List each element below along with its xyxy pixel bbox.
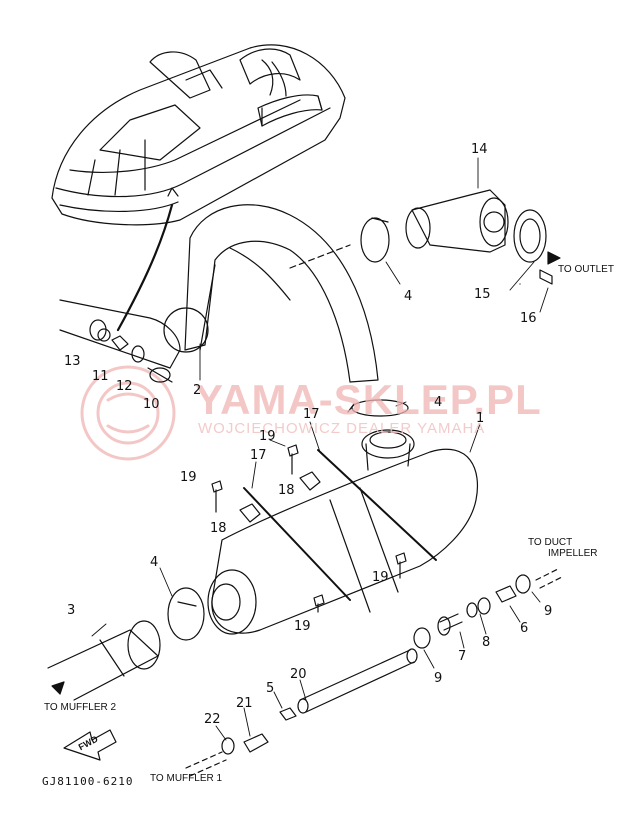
callout-4-upper: 4 xyxy=(404,289,413,304)
fittings-parts-5-21-22 xyxy=(185,707,297,777)
outlet-elbow-part-14 xyxy=(405,189,509,253)
callout-12: 12 xyxy=(116,379,133,394)
callout-5: 5 xyxy=(266,681,275,696)
callout-18-lower: 18 xyxy=(210,521,227,536)
watermark-dealer: WOJCIECHOWICZ DEALER YAMAHA xyxy=(198,420,486,437)
callout-3: 3 xyxy=(67,603,76,618)
callout-4-lower: 4 xyxy=(150,555,159,570)
brackets-part-18 xyxy=(239,471,321,523)
exhaust-hose-part-2 xyxy=(163,204,379,383)
callout-20: 20 xyxy=(290,667,307,682)
watercraft-illustration xyxy=(51,44,346,226)
callout-22: 22 xyxy=(204,712,221,727)
callout-11: 11 xyxy=(92,369,109,384)
gasket-part-15 xyxy=(513,209,547,263)
callout-19-b: 19 xyxy=(180,470,197,485)
note-to-outlet: TO OUTLET xyxy=(558,264,614,275)
note-impeller: IMPELLER xyxy=(548,548,598,559)
callout-9-right: 9 xyxy=(544,604,553,619)
callout-leaders xyxy=(91,157,549,741)
callout-4-middle: 4 xyxy=(434,395,443,410)
callout-10: 10 xyxy=(143,397,160,412)
callout-17-upper: 17 xyxy=(303,407,320,422)
hose-part-20 xyxy=(297,648,418,714)
bolt-part-16 xyxy=(539,269,553,285)
callout-19-a: 19 xyxy=(259,429,276,444)
fittings-parts-6-9 xyxy=(413,567,565,649)
muffler-part-1 xyxy=(207,429,479,635)
flow-arrows xyxy=(51,251,561,695)
callout-14: 14 xyxy=(471,142,488,157)
callout-2: 2 xyxy=(193,383,202,398)
leader-line xyxy=(116,203,174,332)
callout-18-upper: 18 xyxy=(278,483,295,498)
callout-19-d: 19 xyxy=(294,619,311,634)
fittings-parts-10-13 xyxy=(97,328,173,383)
fwd-arrow xyxy=(63,729,117,761)
hose-clamp-part-4-lower xyxy=(167,587,205,641)
callout-17-lower: 17 xyxy=(250,448,267,463)
callout-7: 7 xyxy=(458,649,467,664)
hose-clamp-part-4-middle xyxy=(347,399,409,417)
straps-part-17 xyxy=(243,449,437,601)
note-to-duct: TO DUCT xyxy=(528,537,573,548)
callout-6: 6 xyxy=(520,621,529,636)
callout-21: 21 xyxy=(236,696,253,711)
callout-9-lower: 9 xyxy=(434,671,443,686)
note-to-muffler-1: TO MUFFLER 1 xyxy=(150,773,223,784)
callout-19-c: 19 xyxy=(372,570,389,585)
note-to-muffler-2: TO MUFFLER 2 xyxy=(44,702,117,713)
callout-16: 16 xyxy=(520,311,537,326)
callout-13: 13 xyxy=(64,354,81,369)
sleeve-part-3 xyxy=(47,620,161,701)
callout-1: 1 xyxy=(476,411,485,426)
watermark-seal xyxy=(80,365,176,461)
pipe-section xyxy=(59,299,181,369)
callout-15: 15 xyxy=(474,287,491,302)
callout-8: 8 xyxy=(482,635,491,650)
hose-clamp-part-4-upper xyxy=(360,217,390,263)
bolts-part-19 xyxy=(211,444,407,613)
diagram-code: GJ81100-6210 xyxy=(42,775,134,788)
watermark-site: YAMA-SKLEP.PL xyxy=(195,376,542,423)
